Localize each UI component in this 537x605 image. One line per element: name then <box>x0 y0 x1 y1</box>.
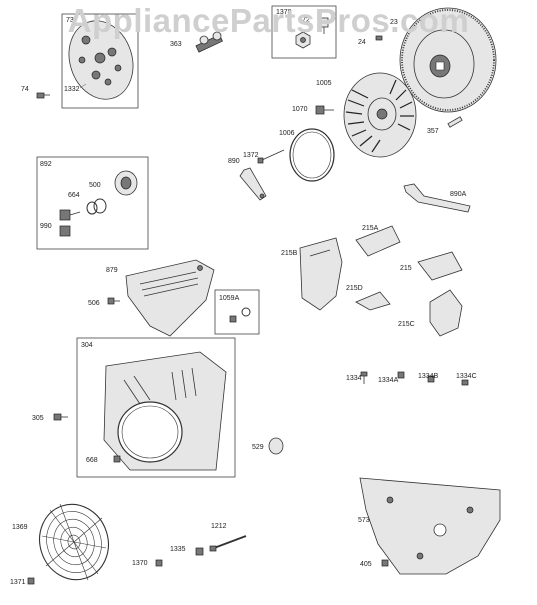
label-506: 506 <box>88 300 100 307</box>
label-1334: 1334 <box>346 375 362 382</box>
screw-305[interactable] <box>53 413 68 421</box>
flywheel-fan-1005[interactable] <box>343 72 417 158</box>
key-24[interactable] <box>375 35 383 41</box>
label-1334C: 1334C <box>456 373 477 380</box>
nut-72[interactable] <box>295 31 311 49</box>
box-892 <box>36 156 149 250</box>
label-405: 405 <box>360 561 372 568</box>
gasket-1006[interactable] <box>289 128 335 182</box>
box-73 <box>61 13 139 109</box>
panel-879[interactable] <box>125 259 215 337</box>
label-1378: 1378 <box>276 9 292 16</box>
label-23: 23 <box>390 19 398 26</box>
box-1378 <box>271 5 337 59</box>
label-890: 890 <box>228 158 240 165</box>
label-215C: 215C <box>398 321 415 328</box>
bolt-1372[interactable] <box>257 149 285 164</box>
bracket-890[interactable] <box>239 167 267 201</box>
label-215A: 215A <box>362 225 379 232</box>
label-500: 500 <box>89 182 101 189</box>
ignition-500[interactable] <box>114 170 138 196</box>
screw-1370[interactable] <box>155 559 163 567</box>
label-363: 363 <box>170 41 182 48</box>
label-215: 215 <box>400 265 412 272</box>
label-74: 74 <box>21 86 29 93</box>
key-switch-990[interactable] <box>59 209 81 237</box>
label-1332: 1332 <box>64 86 80 93</box>
label-529: 529 <box>252 444 264 451</box>
label-1335: 1335 <box>170 546 186 553</box>
label-24: 24 <box>358 39 366 46</box>
label-1059A: 1059A <box>219 295 240 302</box>
screw-1334C[interactable] <box>461 379 469 386</box>
label-1371: 1371 <box>10 579 26 586</box>
label-1369: 1369 <box>12 524 28 531</box>
screw-668[interactable] <box>113 455 121 463</box>
nut-1334A[interactable] <box>397 371 405 379</box>
label-668: 668 <box>86 457 98 464</box>
shroud-215A[interactable] <box>355 225 401 257</box>
pin-357[interactable] <box>447 116 463 128</box>
screw-405[interactable] <box>381 559 389 567</box>
bracket-363[interactable] <box>195 31 223 53</box>
label-664: 664 <box>68 192 80 199</box>
screw-74[interactable] <box>36 92 50 99</box>
rotating-screen[interactable] <box>59 12 143 107</box>
label-72: 72 <box>302 17 310 24</box>
screw-506[interactable] <box>107 297 120 305</box>
backplate-573[interactable] <box>359 477 501 575</box>
screw-1070[interactable] <box>315 105 334 115</box>
flywheel[interactable] <box>399 7 497 113</box>
label-892: 892 <box>40 161 52 168</box>
label-1372: 1372 <box>243 152 259 159</box>
label-357: 357 <box>427 128 439 135</box>
label-305: 305 <box>32 415 44 422</box>
label-73: 73 <box>66 17 74 24</box>
nut-1335[interactable] <box>195 547 204 556</box>
label-1334B: 1334B <box>418 373 439 380</box>
shroud-215C[interactable] <box>429 289 463 337</box>
grommet-529[interactable] <box>268 437 284 455</box>
label-1370: 1370 <box>132 560 148 567</box>
label-879: 879 <box>106 267 118 274</box>
label-304: 304 <box>81 342 93 349</box>
blower-housing-304[interactable] <box>103 351 227 471</box>
label-890A: 890A <box>450 191 467 198</box>
label-573: 573 <box>358 517 370 524</box>
washer-664[interactable] <box>86 198 107 215</box>
rod-1212[interactable] <box>209 535 247 552</box>
shroud-215[interactable] <box>417 251 463 281</box>
grille-1369[interactable] <box>30 495 118 588</box>
label-1006: 1006 <box>279 130 295 137</box>
shroud-215D[interactable] <box>355 291 391 311</box>
label-215D: 215D <box>346 285 363 292</box>
screw-1334[interactable] <box>360 371 368 384</box>
label-1070: 1070 <box>292 106 308 113</box>
box-1059A <box>214 289 260 335</box>
label-1212: 1212 <box>211 523 227 530</box>
label-215B: 215B <box>281 250 298 257</box>
fastener-1059A[interactable] <box>229 307 251 323</box>
box-304 <box>76 337 236 478</box>
screw-1371[interactable] <box>27 577 35 585</box>
label-1005: 1005 <box>316 80 332 87</box>
nut-1334B[interactable] <box>427 375 435 383</box>
bracket-890A[interactable] <box>403 183 471 213</box>
label-990: 990 <box>40 223 52 230</box>
shroud-215B[interactable] <box>299 237 343 311</box>
label-1334A: 1334A <box>378 377 399 384</box>
bolt-23[interactable] <box>320 17 329 34</box>
